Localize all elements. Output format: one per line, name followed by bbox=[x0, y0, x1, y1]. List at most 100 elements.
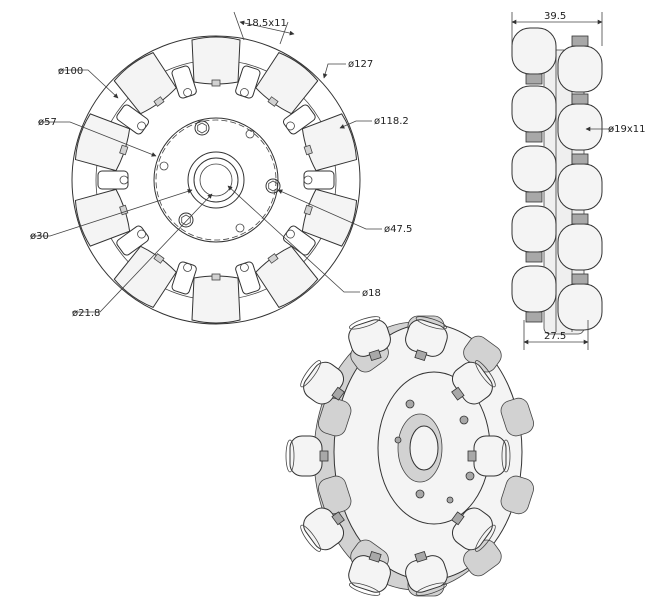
front-roller-body bbox=[255, 52, 319, 115]
front-roller bbox=[255, 52, 319, 135]
front-roller-body bbox=[301, 188, 358, 247]
iso-roller-front-axle bbox=[319, 450, 329, 462]
side-axle-left bbox=[525, 311, 543, 323]
front-roller bbox=[74, 104, 150, 172]
side-rollers bbox=[511, 27, 603, 331]
iso-roller-front bbox=[348, 550, 391, 596]
front-bracket-bolt bbox=[286, 121, 295, 131]
dim-roller-width: 18.5x11 bbox=[246, 18, 287, 29]
iso-roller-front-edge bbox=[300, 360, 321, 388]
side-roller-right bbox=[557, 103, 603, 151]
front-roller-body bbox=[191, 36, 241, 85]
side-roller-left bbox=[511, 85, 557, 133]
front-roller bbox=[113, 225, 177, 308]
iso-roller-front-axle bbox=[368, 349, 382, 362]
iso-roller-front bbox=[300, 360, 345, 405]
iso-roller-front-axle bbox=[331, 511, 345, 526]
iso-roller-front-edge bbox=[300, 524, 321, 552]
side-axle-right bbox=[571, 273, 589, 285]
front-roller-body bbox=[301, 113, 358, 172]
iso-roller-front-body bbox=[473, 435, 507, 477]
dim-roller-size: ø19x11 bbox=[608, 124, 646, 135]
front-bracket-frame bbox=[97, 170, 129, 190]
front-roller-axle bbox=[119, 204, 129, 216]
front-roller-bracket bbox=[171, 261, 197, 295]
front-dimensions: 18.5x11 ø127 ø118.2 ø100 ø57 ø30 ø47.5 ø… bbox=[30, 11, 412, 319]
side-axle-left bbox=[525, 73, 543, 85]
front-bracket-bolt bbox=[137, 229, 146, 239]
iso-roller-front-edge bbox=[348, 316, 381, 330]
front-bracket-bolt bbox=[286, 229, 295, 239]
iso-roller-front-body bbox=[289, 435, 323, 477]
side-axle-right bbox=[571, 93, 589, 105]
front-roller-axle bbox=[153, 253, 165, 264]
front-bracket-bolt bbox=[119, 175, 129, 185]
front-bracket-bolt bbox=[240, 88, 249, 97]
iso-roller-back-body bbox=[500, 475, 534, 515]
iso-roller-back bbox=[500, 397, 534, 437]
iso-roller-front-axle bbox=[331, 386, 345, 401]
iso-roller-back-body bbox=[318, 397, 352, 437]
front-roller bbox=[113, 52, 197, 115]
iso-roller-front-axle bbox=[368, 550, 382, 563]
iso-roller-back-body bbox=[500, 397, 534, 437]
front-roller-bracket bbox=[235, 261, 261, 295]
front-roller-bracket bbox=[97, 170, 129, 190]
iso-roller-front bbox=[300, 507, 345, 552]
side-roller-right bbox=[557, 163, 603, 211]
front-roller bbox=[171, 261, 241, 324]
side-roller-right bbox=[557, 45, 603, 93]
side-axle-left bbox=[525, 251, 543, 263]
front-bracket-frame bbox=[303, 170, 335, 190]
side-dimensions: 39.5 ø19x11 27.5 bbox=[511, 11, 646, 350]
dim-57: ø57 bbox=[38, 117, 57, 128]
front-roller-bracket bbox=[116, 104, 150, 135]
side-axle-right bbox=[571, 213, 589, 225]
front-bracket-bolt bbox=[240, 263, 249, 272]
dim-18: ø18 bbox=[362, 288, 381, 299]
front-hub-bolts bbox=[159, 120, 281, 233]
front-roller-axle bbox=[267, 96, 279, 107]
side-roller-left bbox=[511, 205, 557, 253]
side-axle-right bbox=[571, 35, 589, 47]
front-bracket-bolt bbox=[183, 88, 192, 97]
side-roller-right bbox=[557, 283, 603, 331]
iso-roller-front-axle bbox=[414, 349, 428, 362]
iso-roller-front-axle bbox=[467, 450, 477, 462]
front-roller-axle bbox=[153, 96, 165, 107]
dim-overall-width: 39.5 bbox=[544, 11, 566, 22]
iso-roller-front bbox=[348, 316, 391, 362]
front-roller-body bbox=[74, 188, 131, 247]
front-roller bbox=[282, 188, 358, 256]
front-bracket-bolt bbox=[137, 121, 146, 131]
iso-roller-front bbox=[451, 507, 496, 552]
iso-roller-front bbox=[467, 435, 511, 477]
front-roller-axle bbox=[211, 273, 221, 281]
front-roller-bracket bbox=[171, 65, 197, 99]
iso-roller-front-edge bbox=[285, 439, 295, 473]
dim-47-5: ø47.5 bbox=[384, 224, 412, 235]
side-view: 39.5 ø19x11 27.5 bbox=[511, 11, 646, 350]
side-roller-right bbox=[557, 223, 603, 271]
front-bracket-bolt bbox=[303, 175, 313, 185]
iso-roller-front bbox=[285, 435, 329, 477]
iso-roller-front bbox=[451, 360, 496, 405]
front-roller bbox=[74, 170, 131, 247]
iso-roller-front-edge bbox=[348, 582, 381, 596]
front-roller-axle bbox=[267, 253, 279, 264]
dim-100: ø100 bbox=[58, 66, 83, 77]
side-axle-right bbox=[571, 153, 589, 165]
dim-hub-width: 27.5 bbox=[544, 331, 566, 342]
dim-21-8: ø21.8 bbox=[72, 308, 100, 319]
iso-roller-back bbox=[318, 475, 352, 515]
front-roller-bracket bbox=[282, 225, 316, 256]
iso-roller-front-axle bbox=[451, 511, 465, 526]
front-roller-body bbox=[113, 245, 177, 308]
side-axle-left bbox=[525, 131, 543, 143]
front-roller-axle bbox=[303, 204, 313, 216]
front-roller-axle bbox=[119, 144, 129, 156]
dim-30: ø30 bbox=[30, 231, 49, 242]
side-roller-left bbox=[511, 145, 557, 193]
front-roller bbox=[191, 36, 261, 99]
